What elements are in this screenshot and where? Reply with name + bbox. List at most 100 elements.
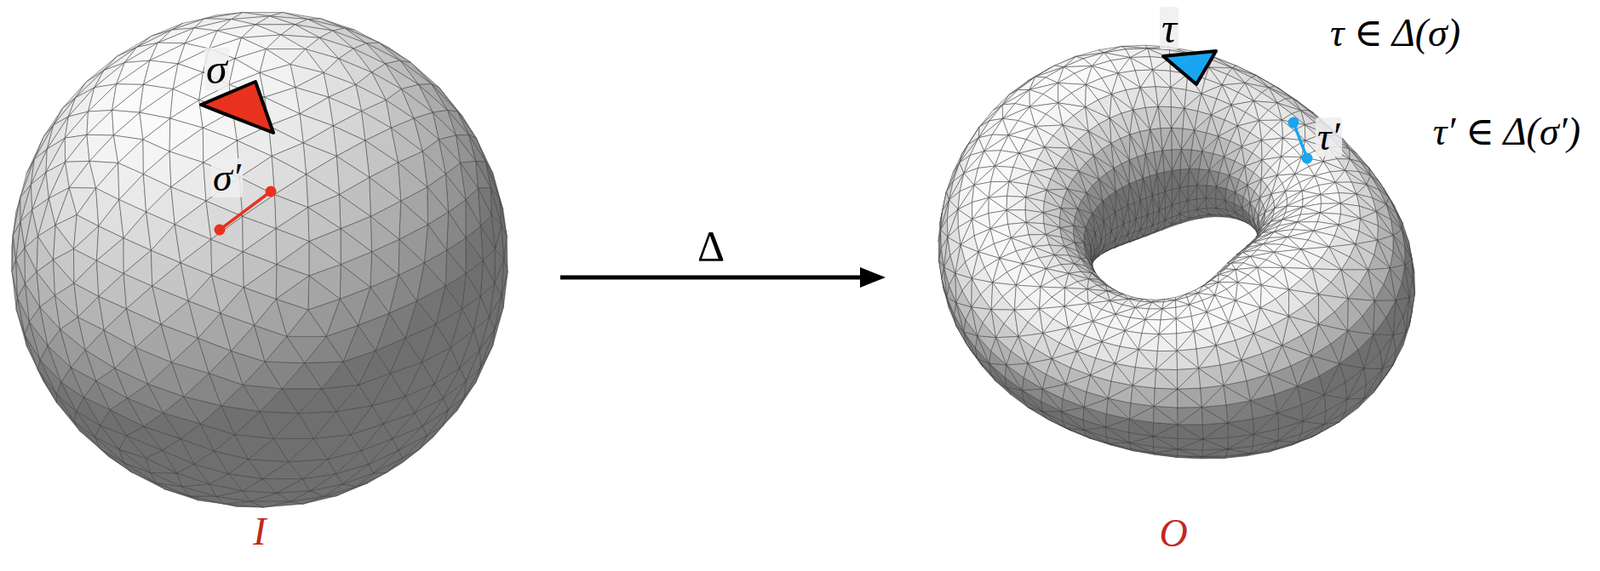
torus-face [1277,165,1296,176]
sphere-face [242,384,282,412]
sphere-face [298,412,337,440]
torus-face [1312,258,1342,270]
torus-face [1006,197,1027,211]
torus-face [1286,199,1303,207]
torus-face [988,181,1010,198]
torus-face [1194,114,1212,133]
sphere-face [370,252,399,288]
sphere-face [16,247,26,284]
sphere-face [370,216,400,253]
torus-face [1177,449,1202,458]
torus-face [1252,140,1262,161]
torus-face [1197,185,1207,199]
torus-face [1364,368,1383,399]
torus-face [1152,194,1159,212]
sphere-face [89,135,119,164]
sphere-face [86,110,114,137]
torus-face [989,104,1004,121]
torus-face [1129,181,1141,201]
torus-face [1345,159,1360,173]
sphere-face [255,16,295,25]
torus-face [1140,198,1148,216]
torus-face [1170,87,1185,109]
sphere-mesh [11,12,508,509]
torus-face [1373,300,1387,335]
sphere-face [97,238,125,275]
torus-face [1150,106,1161,130]
torus-face [1335,170,1352,183]
torus-face [1181,128,1194,150]
sphere-face [445,174,466,213]
sphere-face [65,134,91,162]
torus-face [1206,208,1217,216]
sphere-face [369,177,402,218]
torus-face [980,282,993,310]
torus-face [1171,169,1181,188]
sphere-face [212,252,245,288]
torus-face [1108,443,1134,452]
torus-face [1108,442,1131,449]
torus-face [1060,198,1079,209]
sphere-face [399,200,429,240]
torus-face [1073,217,1086,229]
torus-face [1142,176,1153,196]
torus-face [1129,48,1150,58]
sphere-face [465,200,482,239]
torus-face [963,332,978,349]
torus-face [1022,389,1044,402]
torus-face [1026,223,1046,236]
torus-face [1189,168,1199,185]
sphere-face [53,249,75,284]
torus-face [1042,412,1063,423]
sphere-face [88,84,117,112]
torus-face [963,332,978,359]
sphere-face [309,241,341,276]
sphere-face [113,112,144,140]
sphere-face [475,160,492,189]
torus-face [1073,225,1084,243]
sphere-face [88,84,117,112]
sphere-face [259,412,299,440]
torus-face [1257,259,1285,268]
torus-face [1170,107,1185,129]
torus-face [1205,198,1217,209]
sphere-face [275,264,310,300]
sphere-face [308,275,341,310]
torus-face [1026,212,1044,224]
torus-face [1205,185,1217,199]
torus-face [1297,212,1321,223]
torus-face [1182,108,1195,131]
torus-face [962,278,972,308]
sphere-face [340,229,373,265]
torus-face [988,181,1010,198]
torus-face [1187,185,1198,201]
torus-face [1063,58,1092,68]
torus-face [1274,191,1288,209]
torus-face [1059,217,1073,228]
torus-face [1121,45,1147,49]
sphere-face [112,84,144,113]
torus-face [1364,368,1383,399]
sphere-face [288,459,328,480]
torus-face [1187,185,1198,201]
torus-face [1133,87,1147,110]
torus-face [1006,210,1027,225]
torus-face [1171,108,1185,129]
torus-face [1026,223,1046,236]
torus-face [1158,87,1171,108]
sphere-face [275,229,310,265]
torus-face [1014,298,1039,311]
torus-face [1181,149,1192,170]
sphere-face [281,389,322,414]
torus-face [1108,443,1134,452]
torus-face [1202,151,1214,171]
torus-face [1171,187,1180,206]
sphere-face [38,225,57,261]
torus-face [991,166,1010,183]
sphere-face [308,207,341,242]
torus-face [1320,194,1341,205]
torus-face [1129,109,1141,135]
sphere-face [424,224,447,264]
torus-face [1170,87,1187,109]
